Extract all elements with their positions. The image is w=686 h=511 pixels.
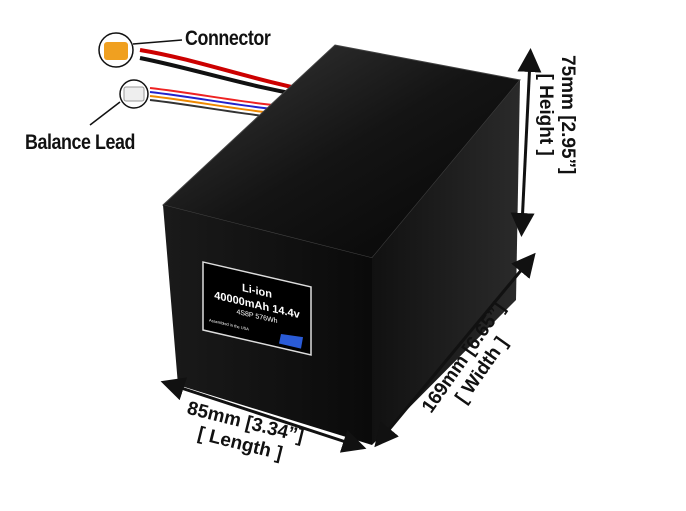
length-arrow	[160, 377, 367, 453]
height-dimension: 75mm [2.95”] [ Height ]	[534, 55, 578, 174]
balance-leader	[89, 101, 121, 126]
width-arrow	[374, 252, 536, 448]
height-value: 75mm [2.95”]	[557, 55, 578, 175]
height-label: [ Height ]	[535, 73, 556, 156]
height-arrow	[510, 48, 542, 237]
brand-logo-icon	[279, 334, 303, 349]
connector-leader	[132, 39, 183, 45]
connector-callout: Connector	[185, 27, 271, 50]
balance-lead-callout: Balance Lead	[25, 131, 135, 154]
battery-label: Li-ion 40000mAh 14.4v 4S8P 576Wh Assembl…	[202, 261, 312, 356]
balance-connector	[119, 79, 149, 109]
xt-connector	[98, 32, 134, 68]
